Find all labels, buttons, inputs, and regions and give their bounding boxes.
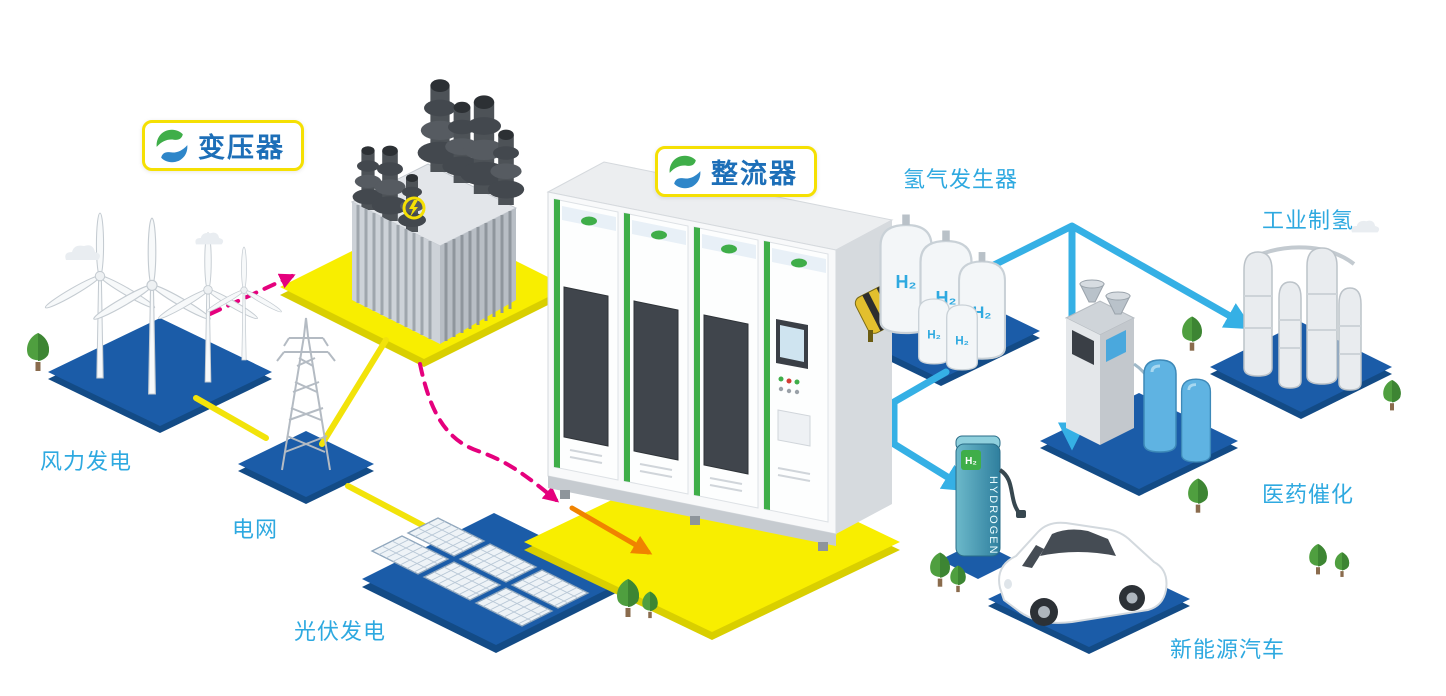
blue-tank: [1143, 359, 1177, 453]
cloud-icon: [1351, 220, 1380, 233]
label-wind-power: 风力发电: [40, 449, 133, 474]
voltage-bolt-icon: [402, 196, 426, 220]
svg-text:H₂: H₂: [927, 329, 941, 342]
fuel-hose: [998, 468, 1022, 516]
flow-yellow-grid-to-solar: [345, 483, 427, 529]
grid-tower: [276, 317, 336, 471]
hydrogen-dispenser: H₂ HYDROGEN: [955, 435, 1026, 557]
svg-text:H₂: H₂: [955, 335, 969, 348]
transformer-badge-label: 变压器: [198, 133, 285, 163]
car: [998, 521, 1168, 626]
cabinet-logo-icon: [651, 230, 667, 240]
flow-orange-solar-to-rectifier: [569, 505, 653, 555]
funnel-hopper: [1079, 279, 1105, 303]
rectifier-badge: 整流器: [655, 146, 817, 197]
rectifier-cabinets: [546, 161, 894, 551]
cabinet-logo-icon: [581, 216, 597, 226]
cabinet-logo-icon: [721, 244, 737, 254]
label-industrial-hydrogen: 工业制氢: [1262, 208, 1355, 233]
industrial-columns: [1243, 245, 1362, 391]
funnel-hopper: [1105, 291, 1131, 315]
wind-platform: [48, 318, 272, 433]
hydrogen-tanks: H₂ H₂ H₂ H₂ H₂: [879, 214, 1006, 371]
h2-sign: [961, 450, 981, 470]
cloud-icon: [195, 232, 224, 245]
brand-logo-icon: [669, 155, 701, 188]
transformer-badge: 变压器: [142, 120, 304, 171]
transformer-unit: [350, 79, 525, 344]
flow-yellow-grid-to-transformer: [319, 337, 389, 447]
svg-text:H₂: H₂: [965, 456, 977, 467]
label-power-grid: 电网: [232, 517, 279, 542]
label-hydrogen-generator: 氢气发生器: [903, 167, 1019, 192]
label-new-energy-vehicle: 新能源汽车: [1170, 637, 1286, 662]
label-solar-power: 光伏发电: [294, 619, 387, 644]
svg-text:HYDROGEN: HYDROGEN: [987, 476, 999, 556]
flow-blue-to-dispenser: [890, 368, 971, 492]
pharma-machine: [1064, 279, 1212, 463]
flow-pink-transformer-to-rectifier: [418, 362, 560, 503]
brand-logo-icon: [156, 129, 188, 162]
label-pharma-catalysis: 医药催化: [1262, 482, 1355, 507]
cloud-icon: [65, 245, 100, 260]
cabinet-logo-icon: [791, 258, 807, 268]
svg-text:H₂: H₂: [896, 272, 917, 292]
grid-platform: [238, 431, 374, 504]
rectifier-badge-label: 整流器: [711, 159, 798, 189]
blue-tank: [1180, 378, 1212, 463]
flow-yellow-wind-to-grid: [193, 395, 269, 441]
